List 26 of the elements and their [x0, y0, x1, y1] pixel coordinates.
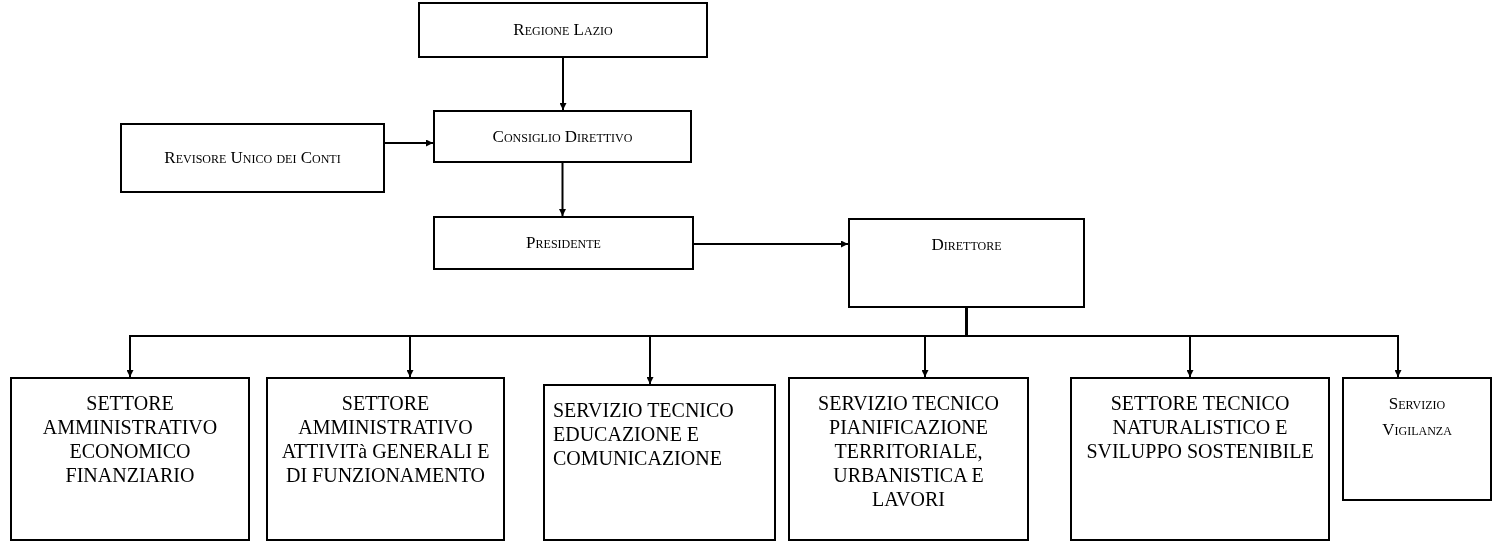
org-box: [10, 377, 250, 541]
org-box: [543, 384, 776, 541]
arrow: [693, 240, 849, 248]
org-box: [1342, 377, 1492, 501]
unit-name: Direttore: [931, 234, 1002, 256]
unit-name: Revisore Unico dei Conti: [164, 147, 341, 170]
unit-name: Regione Lazio: [513, 19, 613, 42]
unit-name: Servizio Vigilanza: [1381, 393, 1453, 441]
org-box: [418, 2, 708, 58]
unit-name: Consiglio Direttivo: [492, 125, 633, 148]
unit-name: SETTORE TECNICO NATURALISTICO E SVILUPPO SOSTENIBILE: [1085, 391, 1315, 463]
org-box: [120, 123, 385, 193]
org-box: [433, 216, 694, 270]
arrow: [384, 139, 434, 147]
unit-name: SETTORE AMMINISTRATIVO ATTIVITà GENERALI E DI FUNZIONAMENTO: [280, 391, 491, 487]
unit-name: Presidente: [526, 232, 601, 254]
org-box: [848, 218, 1085, 308]
arrow: [559, 57, 567, 111]
unit-name: SERVIZIO TECNICO EDUCAZIONE E COMUNICAZIONE: [553, 398, 735, 470]
unit-name: SERVIZIO TECNICO PIANIFICAZIONE TERRITORIALE, URBANISTICA E LAVORI: [817, 391, 1000, 511]
org-box: [788, 377, 1029, 541]
unit-name: SETTORE AMMINISTRATIVO ECONOMICO FINANZIARIO: [41, 391, 219, 487]
arrow: [559, 162, 566, 217]
org-box: [433, 110, 692, 163]
org-box: [266, 377, 505, 541]
org-box: [1070, 377, 1330, 541]
